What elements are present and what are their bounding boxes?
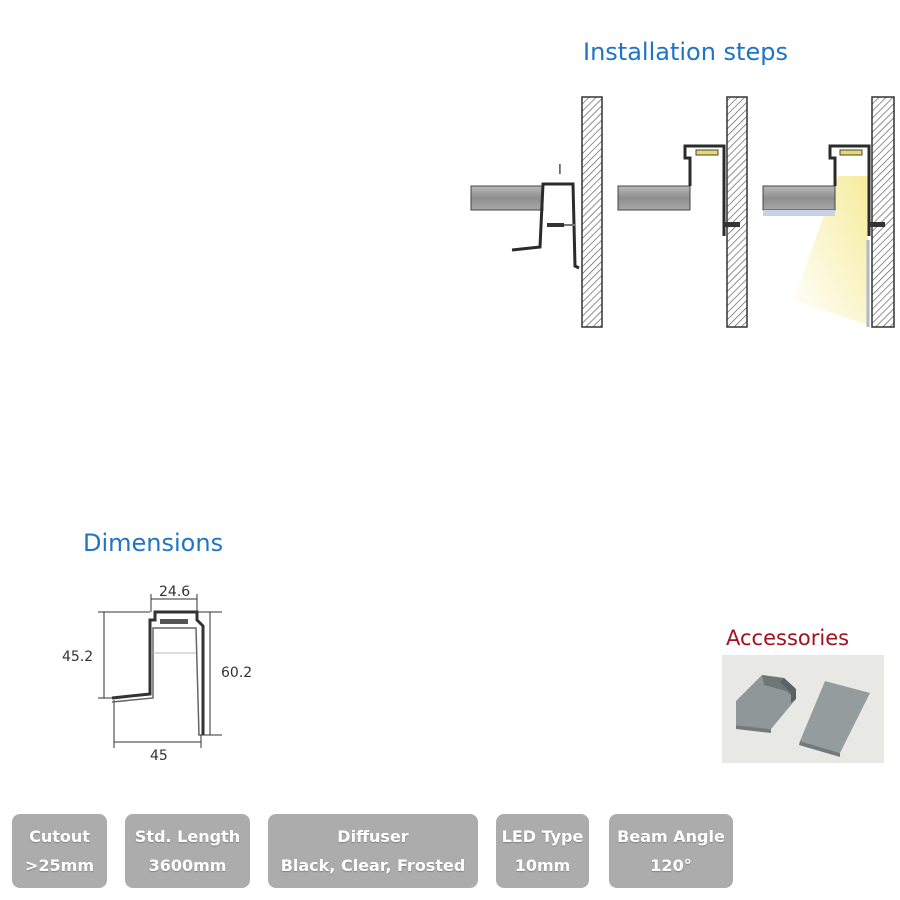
install-step-2 — [617, 96, 748, 328]
dim-label-top: 24.6 — [159, 584, 190, 600]
spec-badge-diffuser: Diffuser Black, Clear, Frosted — [268, 814, 478, 888]
install-step-1: I — [470, 96, 603, 328]
led-strip — [695, 149, 719, 156]
spec-label: Std. Length — [134, 827, 241, 846]
wall-section — [871, 96, 895, 328]
spec-label: Beam Angle — [617, 827, 725, 846]
led-strip — [839, 149, 863, 156]
profile-section — [511, 182, 580, 270]
accessories-photo — [722, 655, 884, 763]
spec-label: Cutout — [29, 827, 90, 846]
spec-value: 3600mm — [148, 856, 227, 875]
spec-badge-cutout: Cutout >25mm — [12, 814, 107, 888]
led-channel — [160, 619, 188, 624]
ceiling-board — [762, 185, 836, 211]
profile-section — [828, 144, 871, 236]
accessories-title: Accessories — [726, 626, 850, 650]
wall-section — [581, 96, 603, 328]
dimensions-drawing: 24.6 45.2 60.2 45 — [62, 584, 252, 764]
installation-steps-diagram: I — [470, 96, 895, 328]
spec-badge-length: Std. Length 3600mm — [125, 814, 250, 888]
dim-label-right: 60.2 — [221, 665, 252, 681]
spec-value: Black, Clear, Frosted — [280, 856, 466, 875]
end-caps-image — [722, 655, 884, 763]
ceiling-board — [617, 185, 691, 211]
step-marker: I — [558, 163, 562, 178]
spec-value: 120° — [650, 856, 692, 875]
board-finish — [763, 210, 835, 216]
profile-section — [683, 144, 726, 236]
screw — [869, 222, 885, 227]
install-step-3 — [762, 96, 895, 328]
dimensions-title: Dimensions — [83, 529, 224, 557]
spec-badge-beam-angle: Beam Angle 120° — [609, 814, 733, 888]
wall-section — [726, 96, 748, 328]
spec-label: Diffuser — [337, 827, 409, 846]
light-beam — [794, 176, 868, 325]
spec-label: LED Type — [501, 827, 584, 846]
end-cap-flat — [800, 681, 870, 753]
dim-label-bottom: 45 — [150, 748, 168, 764]
ceiling-board — [470, 185, 544, 211]
spec-value: 10mm — [514, 856, 571, 875]
profile-outline — [111, 610, 205, 735]
spec-badge-led-type: LED Type 10mm — [496, 814, 589, 888]
screw — [724, 222, 740, 227]
spec-value: >25mm — [24, 856, 94, 875]
installation-steps-title: Installation steps — [583, 38, 788, 66]
dim-label-left: 45.2 — [62, 649, 93, 665]
screw — [547, 223, 564, 227]
